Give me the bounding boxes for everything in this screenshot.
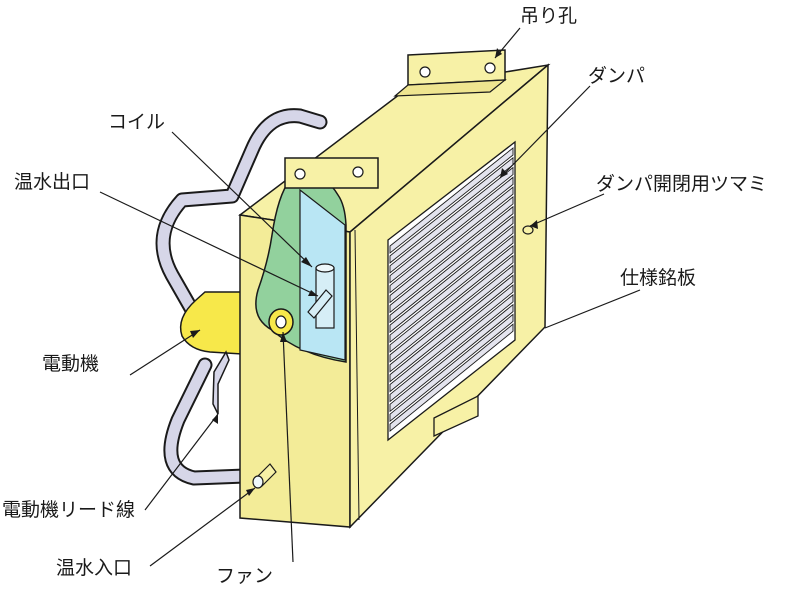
label-damper-knob: ダンパ開閉用ツマミ: [596, 173, 767, 195]
hot-water-inlet-pipe: [252, 463, 277, 489]
damper-slat: [389, 293, 514, 403]
damper-slat: [389, 215, 514, 324]
damper-slat: [389, 186, 514, 294]
label-hot-water-inlet: 温水入口: [56, 557, 132, 579]
label-damper: ダンパ: [588, 65, 645, 87]
label-motor: 電動機: [42, 353, 99, 375]
label-hanging-hole: 吊り孔: [520, 5, 577, 27]
damper-slat: [389, 274, 514, 383]
front-frame-edge: [354, 229, 360, 521]
motor-lead-wire: [212, 350, 230, 415]
damper-slat: [389, 323, 514, 433]
label-coil: コイル: [108, 111, 165, 133]
damper-slat: [389, 205, 514, 314]
damper-slat: [389, 196, 514, 304]
hanging-bracket-rear: [284, 157, 379, 189]
spec-nameplate: [433, 394, 479, 438]
hanging-bracket-front: [393, 49, 507, 97]
label-hot-water-outlet: 温水出口: [14, 171, 90, 193]
hanging-hole-left: [419, 66, 431, 78]
fan-guard-frame: [155, 108, 328, 486]
fan: [268, 308, 294, 336]
hot-water-outlet-pipe: [307, 263, 335, 329]
damper-slat: [389, 264, 514, 373]
damper-slat: [389, 176, 514, 284]
damper-slat: [389, 166, 514, 274]
damper-slat: [389, 225, 514, 334]
damper-slat: [389, 303, 514, 413]
label-fan: ファン: [216, 565, 273, 587]
label-motor-lead: 電動機リード線: [2, 499, 135, 521]
leader-lines: [99, 27, 641, 567]
leader-arrows: [190, 48, 538, 496]
motor-body: [179, 291, 243, 355]
damper-slat: [389, 254, 514, 363]
label-nameplate: 仕様銘板: [620, 267, 696, 289]
damper-slat: [389, 244, 514, 353]
damper-slat: [389, 147, 514, 254]
damper-slat: [389, 313, 514, 423]
damper-knob: [522, 225, 534, 235]
damper-louvers: [387, 140, 516, 442]
damper-slat: [389, 284, 514, 393]
hanging-hole-right: [484, 62, 496, 74]
damper-slat: [389, 235, 514, 343]
